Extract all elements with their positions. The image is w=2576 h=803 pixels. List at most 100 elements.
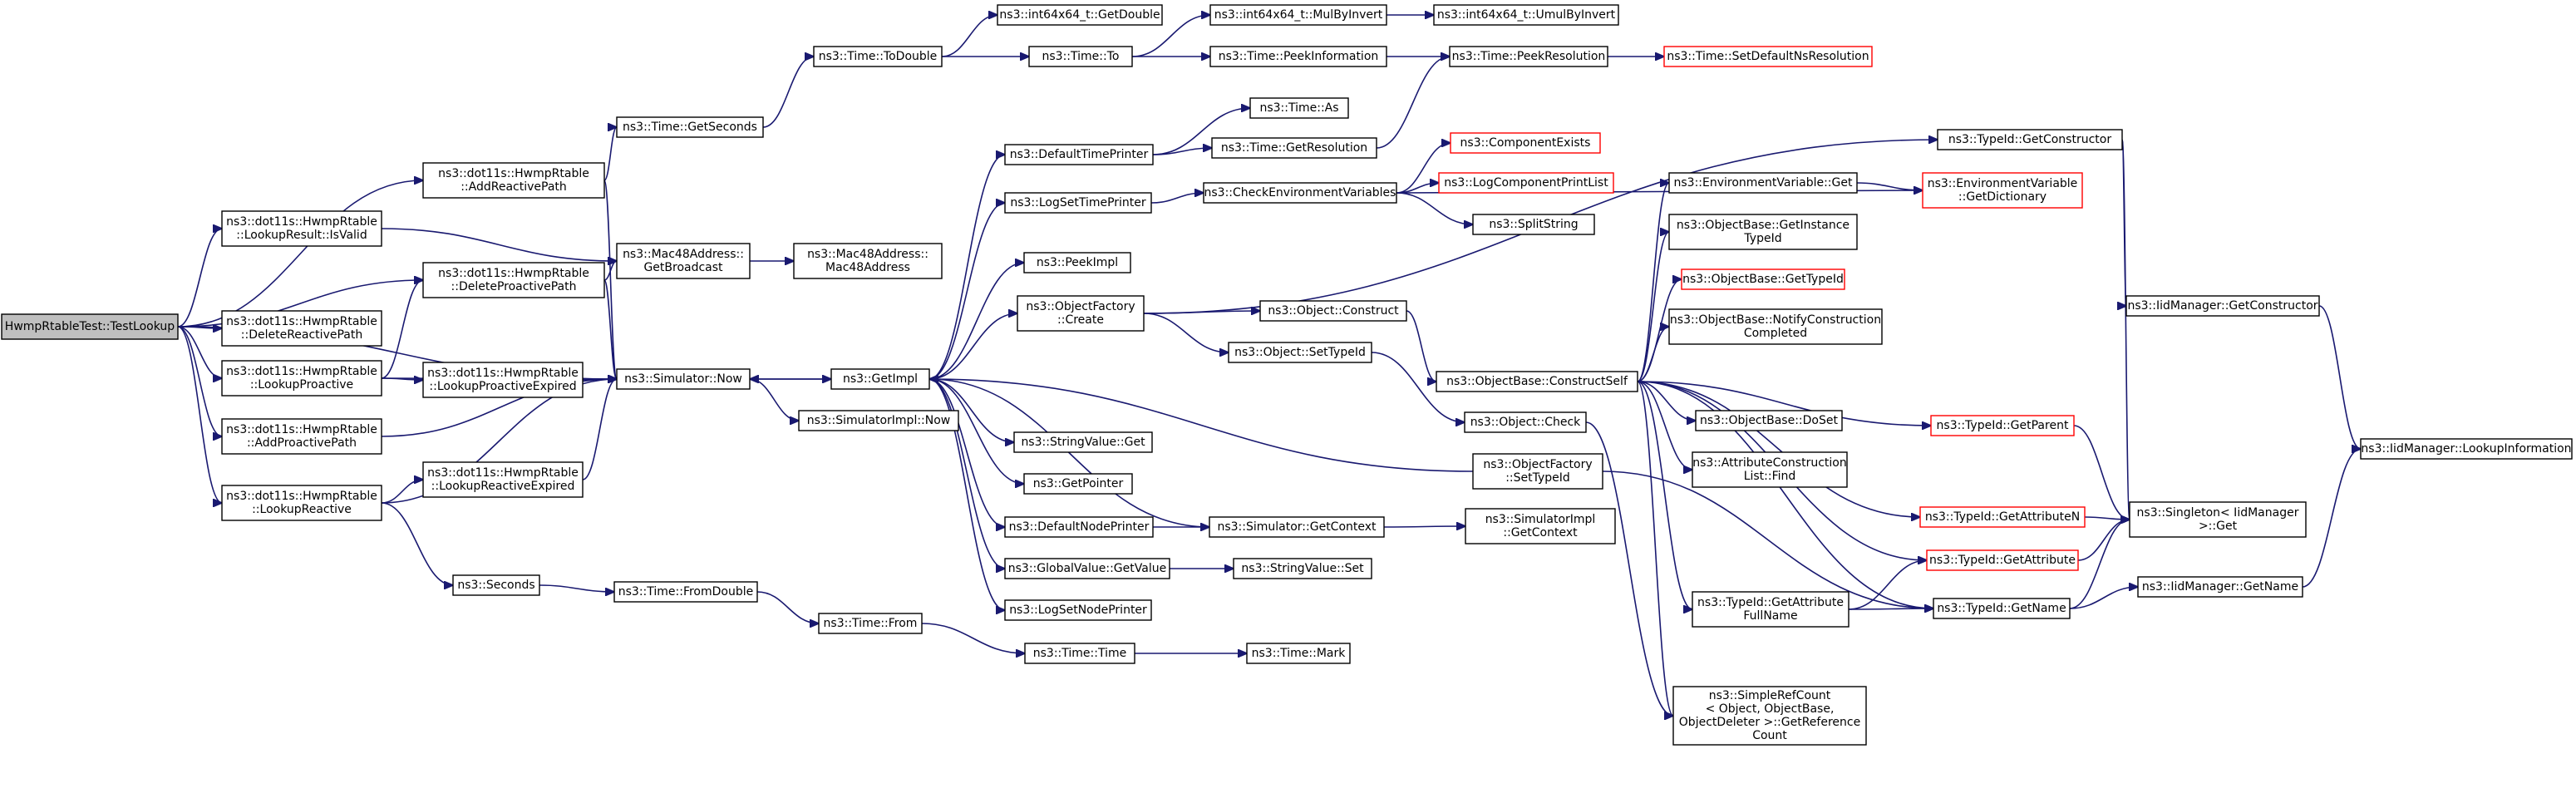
node-iid-lookup-information[interactable]: ns3::IidManager::LookupInformation [2360, 438, 2573, 460]
node-box[interactable] [221, 310, 382, 347]
node-box[interactable] [1017, 295, 1145, 332]
node-lookup-reactive-expired[interactable]: ns3::dot11s::HwmpRtable::LookupReactiveE… [422, 461, 584, 498]
node-box[interactable] [2360, 438, 2573, 460]
node-box[interactable] [1668, 214, 1858, 250]
node-default-node-printer[interactable]: ns3::DefaultNodePrinter [1004, 516, 1154, 538]
node-object-construct[interactable]: ns3::Object::Construct [1259, 300, 1407, 322]
node-umul-by-invert[interactable]: ns3::int64x64_t::UmulByInvert [1433, 4, 1619, 26]
node-peek-information[interactable]: ns3::Time::PeekInformation [1209, 46, 1387, 67]
node-time-mark[interactable]: ns3::Time::Mark [1246, 643, 1351, 664]
node-default-time-printer[interactable]: ns3::DefaultTimePrinter [1004, 144, 1154, 165]
node-lookup-proactive[interactable]: ns3::dot11s::HwmpRtable::LookupProactive [221, 360, 382, 397]
node-is-valid[interactable]: ns3::dot11s::HwmpRtable::LookupResult::I… [221, 210, 382, 247]
node-box[interactable] [1472, 453, 1603, 490]
node-box[interactable] [1203, 182, 1397, 204]
node-box[interactable] [1450, 132, 1601, 154]
node-box[interactable] [1004, 599, 1152, 621]
node-box[interactable] [613, 581, 758, 603]
node-box[interactable] [1209, 516, 1385, 538]
node-box[interactable] [1, 313, 179, 340]
node-sim-get-context[interactable]: ns3::Simulator::GetContext [1209, 516, 1385, 538]
node-box[interactable] [1436, 371, 1638, 392]
node-get-impl[interactable]: ns3::GetImpl [830, 368, 930, 390]
node-box[interactable] [1692, 451, 1848, 488]
node-box[interactable] [616, 243, 751, 279]
node-log-set-node-printer[interactable]: ns3::LogSetNodePrinter [1004, 599, 1152, 621]
node-get-pointer[interactable]: ns3::GetPointer [1023, 473, 1133, 495]
node-box[interactable] [1449, 46, 1608, 67]
node-get-broadcast[interactable]: ns3::Mac48Address::GetBroadcast [616, 243, 751, 279]
node-box[interactable] [798, 410, 959, 431]
node-box[interactable] [1930, 415, 2075, 436]
node-sim-impl-get-context[interactable]: ns3::SimulatorImpl::GetContext [1465, 508, 1616, 544]
node-root[interactable]: HwmpRtableTest::TestLookup [1, 313, 179, 340]
node-lookup-reactive[interactable]: ns3::dot11s::HwmpRtable::LookupReactive [221, 485, 382, 521]
node-box[interactable] [2137, 576, 2303, 598]
node-object-set-type-id[interactable]: ns3::Object::SetTypeId [1228, 342, 1372, 363]
node-mul-by-invert[interactable]: ns3::int64x64_t::MulByInvert [1209, 4, 1387, 26]
node-get-resolution[interactable]: ns3::Time::GetResolution [1211, 137, 1377, 159]
node-split-string[interactable]: ns3::SplitString [1472, 214, 1595, 235]
node-box[interactable] [1024, 643, 1135, 664]
node-box[interactable] [1228, 342, 1372, 363]
node-box[interactable] [1233, 558, 1372, 579]
node-box[interactable] [1937, 129, 2123, 150]
node-box[interactable] [1472, 214, 1595, 235]
node-object-check[interactable]: ns3::Object::Check [1464, 411, 1587, 433]
node-do-set[interactable]: ns3::ObjectBase::DoSet [1695, 410, 1843, 431]
node-box[interactable] [813, 46, 943, 67]
node-construct-self[interactable]: ns3::ObjectBase::ConstructSelf [1436, 371, 1638, 392]
node-box[interactable] [830, 368, 930, 390]
node-box[interactable] [1246, 643, 1351, 664]
node-box[interactable] [1211, 137, 1377, 159]
node-log-component-print-list[interactable]: ns3::LogComponentPrintList [1438, 172, 1614, 194]
node-box[interactable] [1438, 172, 1614, 194]
node-box[interactable] [1013, 431, 1153, 453]
node-box[interactable] [1028, 46, 1133, 67]
node-box[interactable] [1259, 300, 1407, 322]
node-box[interactable] [1695, 410, 1843, 431]
node-env-var-get[interactable]: ns3::EnvironmentVariable::Get [1668, 172, 1858, 194]
node-box[interactable] [221, 418, 382, 455]
node-box[interactable] [1919, 506, 2086, 528]
node-box[interactable] [1933, 598, 2071, 619]
node-obj-factory-set-type-id[interactable]: ns3::ObjectFactory::SetTypeId [1472, 453, 1603, 490]
node-box[interactable] [818, 613, 923, 634]
node-sim-impl-now[interactable]: ns3::SimulatorImpl::Now [798, 410, 959, 431]
node-box[interactable] [1668, 172, 1858, 194]
node-box[interactable] [1023, 252, 1131, 273]
node-box[interactable] [221, 210, 382, 247]
node-box[interactable] [1926, 549, 2079, 571]
node-time-from[interactable]: ns3::Time::From [818, 613, 923, 634]
node-time-from-double[interactable]: ns3::Time::FromDouble [613, 581, 758, 603]
node-set-default-ns-res[interactable]: ns3::Time::SetDefaultNsResolution [1663, 46, 1873, 67]
node-peek-resolution[interactable]: ns3::Time::PeekResolution [1449, 46, 1608, 67]
node-box[interactable] [1023, 473, 1133, 495]
node-box[interactable] [1663, 46, 1873, 67]
node-lookup-proactive-expired[interactable]: ns3::dot11s::HwmpRtable::LookupProactive… [422, 362, 584, 398]
node-box[interactable] [1692, 591, 1849, 628]
node-obj-base-get-type-id[interactable]: ns3::ObjectBase::GetTypeId [1681, 268, 1845, 290]
node-box[interactable] [452, 574, 540, 596]
node-get-seconds[interactable]: ns3::Time::GetSeconds [616, 116, 764, 138]
node-sim-now[interactable]: ns3::Simulator::Now [616, 368, 751, 390]
node-box[interactable] [997, 4, 1163, 26]
node-box[interactable] [1209, 4, 1387, 26]
node-box[interactable] [1672, 686, 1867, 746]
node-add-reactive-path[interactable]: ns3::dot11s::HwmpRtable::AddReactivePath [422, 162, 605, 199]
node-type-id-get-attribute-n[interactable]: ns3::TypeId::GetAttributeN [1919, 506, 2086, 528]
node-box[interactable] [1668, 308, 1883, 345]
node-box[interactable] [1465, 508, 1616, 544]
node-box[interactable] [1433, 4, 1619, 26]
node-box[interactable] [422, 262, 605, 298]
node-box[interactable] [1464, 411, 1587, 433]
node-add-proactive-path[interactable]: ns3::dot11s::HwmpRtable::AddProactivePat… [221, 418, 382, 455]
node-peek-impl[interactable]: ns3::PeekImpl [1023, 252, 1131, 273]
node-box[interactable] [616, 368, 751, 390]
node-box[interactable] [2125, 295, 2320, 317]
node-check-env-vars[interactable]: ns3::CheckEnvironmentVariables [1203, 182, 1397, 204]
node-type-id-get-parent[interactable]: ns3::TypeId::GetParent [1930, 415, 2075, 436]
node-mac48-ctor[interactable]: ns3::Mac48Address::Mac48Address [793, 243, 943, 279]
node-string-value-get[interactable]: ns3::StringValue::Get [1013, 431, 1153, 453]
